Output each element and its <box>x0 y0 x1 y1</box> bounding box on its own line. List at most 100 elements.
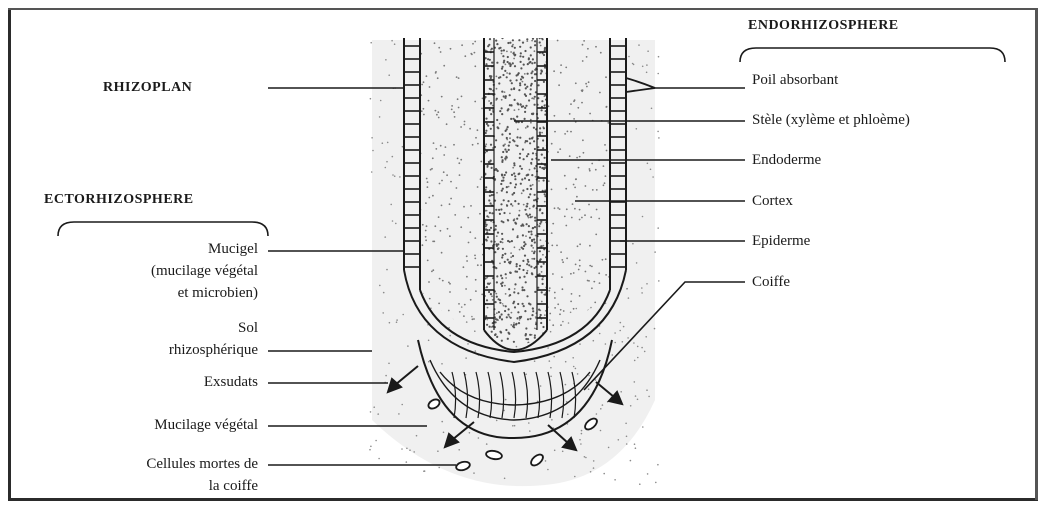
cortex-grain <box>592 189 594 191</box>
soil-grain <box>590 471 592 473</box>
cortex-grain <box>448 282 450 284</box>
cortex-grain <box>475 279 477 281</box>
stele-grain <box>507 240 509 242</box>
stele-grain <box>490 240 492 242</box>
stele-grain <box>542 139 544 141</box>
cortex-grain <box>440 145 442 147</box>
stele-grain <box>542 147 544 149</box>
cortex-grain <box>477 129 479 131</box>
stele-grain <box>507 200 509 202</box>
stele-grain <box>524 107 526 109</box>
cortex-grain <box>549 287 551 289</box>
soil-grain <box>567 414 569 416</box>
stele-grain <box>516 79 518 81</box>
stele-grain <box>529 142 531 144</box>
cortex-grain <box>457 98 459 100</box>
cortex-grain <box>599 92 601 94</box>
cortex-grain <box>505 277 507 279</box>
stele-grain <box>520 78 522 80</box>
cortex-grain <box>443 171 445 173</box>
stele-grain <box>503 199 505 201</box>
cortex-grain <box>551 232 553 234</box>
stele-grain <box>531 174 533 176</box>
soil-grain <box>401 404 403 406</box>
cortex-grain <box>448 310 450 312</box>
soil-grain <box>642 216 644 218</box>
cortex-grain <box>585 185 587 187</box>
stele-grain <box>520 183 522 185</box>
cortex-grain <box>543 229 545 231</box>
stele-grain <box>525 87 527 89</box>
stele-grain <box>534 241 536 243</box>
soil-grain <box>369 449 371 451</box>
stele-grain <box>540 322 542 324</box>
stele-grain <box>543 263 545 265</box>
stele-grain <box>509 94 511 96</box>
cortex-grain <box>432 269 434 271</box>
cortex-grain <box>584 214 586 216</box>
soil-grain <box>406 448 408 450</box>
cortex-grain <box>596 189 598 191</box>
stele-grain <box>517 311 519 313</box>
stele-grain <box>539 209 541 211</box>
cortex-grain <box>460 226 462 228</box>
soil-grain <box>394 43 396 45</box>
cortex-grain <box>531 40 533 42</box>
soil-grain <box>547 347 549 349</box>
soil-grain <box>572 357 574 359</box>
stele-grain <box>522 189 524 191</box>
stele-grain <box>509 73 511 75</box>
stele-grain <box>506 205 508 207</box>
stele-grain <box>543 179 545 181</box>
cortex-grain <box>421 84 423 86</box>
stele-grain <box>519 46 521 48</box>
stele-grain <box>525 327 527 329</box>
stele-grain <box>491 48 493 50</box>
stele-grain <box>534 291 536 293</box>
stele-grain <box>528 225 530 227</box>
stele-grain <box>491 194 493 196</box>
soil-grain <box>635 447 637 449</box>
soil-grain <box>391 40 393 42</box>
soil-grain <box>593 467 595 469</box>
soil-grain <box>637 357 639 359</box>
cortex-grain <box>514 288 516 290</box>
stele-grain <box>509 65 511 67</box>
stele-grain <box>510 88 512 90</box>
soil-grain <box>657 464 659 466</box>
stele-grain <box>501 277 503 279</box>
cortex-grain <box>598 272 600 274</box>
cortex-grain <box>425 239 427 241</box>
stele-grain <box>511 45 513 47</box>
stele-grain <box>509 141 511 143</box>
soil-grain <box>502 303 504 305</box>
cortex-grain <box>577 245 579 247</box>
stele-grain <box>497 127 499 129</box>
cortex-grain <box>453 144 455 146</box>
soil-grain <box>516 346 518 348</box>
soil-grain <box>392 156 394 158</box>
stele-grain <box>539 250 541 252</box>
cortex-grain <box>577 107 579 109</box>
cortex-grain <box>564 216 566 218</box>
soil-grain <box>650 169 652 171</box>
stele-grain <box>516 218 518 220</box>
label-exsudats: Exsudats <box>68 373 258 392</box>
soil-grain <box>575 368 577 370</box>
cortex-grain <box>474 258 476 260</box>
cortex-grain <box>604 144 606 146</box>
cortex-grain <box>510 252 512 254</box>
cortex-grain <box>449 203 451 205</box>
soil-grain <box>581 430 583 432</box>
cortex-grain <box>579 265 581 267</box>
stele-grain <box>501 133 503 135</box>
cortex-grain <box>427 181 429 183</box>
stele-grain <box>524 118 526 120</box>
stele-grain <box>512 228 514 230</box>
stele-grain <box>495 225 497 227</box>
stele-grain <box>488 291 490 293</box>
cortex-grain <box>509 213 511 215</box>
soil-grain <box>529 430 531 432</box>
stele-grain <box>527 215 529 217</box>
stele-grain <box>538 225 540 227</box>
